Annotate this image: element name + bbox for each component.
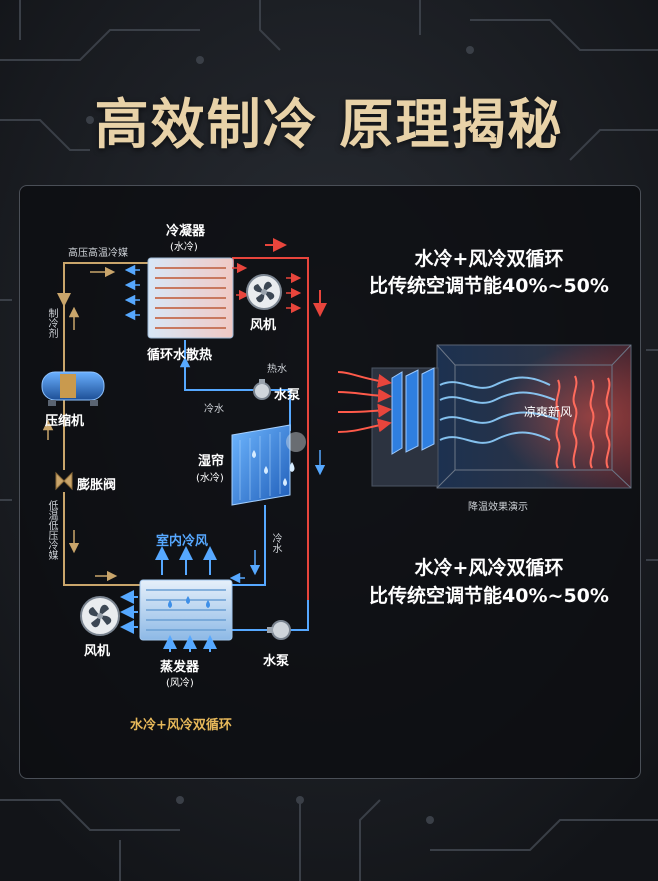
pump-icon [253,379,271,400]
diagram-caption: 水冷+风冷双循环 [130,718,232,733]
hot-water-label: 热水 [267,364,287,375]
refrigerant-label: 制冷剂 [46,308,57,338]
expansion-valve-icon [55,471,73,491]
demo-caption: 降温效果演示 [468,502,528,513]
evaporator-label: 蒸发器 [160,660,200,675]
evaporator-sub-label: (风冷) [166,678,194,689]
condenser-label: 冷凝器 [166,224,206,239]
bottom-headline: 水冷+风冷双循环 [414,557,564,579]
condenser-sub-label: (水冷) [170,242,198,253]
expansion-valve-label: 膨胀阀 [77,478,117,493]
condenser-coil [124,257,302,339]
fan-bottom-label: 风机 [84,644,111,659]
fan-icon [246,274,282,310]
circulating-water-label: 循环水散热 [147,348,213,363]
refrigerant-pipe [57,262,148,586]
wet-curtain-label: 湿帘 [198,454,225,469]
pump-top-label: 水泵 [274,388,301,403]
cold-water-top-label: 冷水 [204,404,224,415]
fan-top-label: 风机 [250,318,277,333]
top-headline: 水冷+风冷双循环 [414,248,564,270]
indoor-air-label: 室内冷风 [156,534,209,549]
page-title: 高效制冷 原理揭秘 [94,93,564,156]
cold-water-mid-label: 冷水 [270,533,281,553]
fan-icon [80,596,120,636]
top-subheadline: 比传统空调节能40%~50% [369,275,609,297]
compressor-label: 压缩机 [45,414,85,429]
bottom-subheadline: 比传统空调节能40%~50% [369,585,609,607]
wet-curtain-panel [231,424,306,506]
pump-bottom-label: 水泵 [263,654,290,669]
demo-fresh-air-label: 凉爽新风 [524,405,573,419]
hp-refrigerant-label: 高压高温冷媒 [68,248,128,259]
evaporator-coil [120,546,233,652]
compressor-icon [41,371,105,406]
pump-icon [267,620,291,640]
wet-curtain-sub-label: (水冷) [196,473,224,484]
cooling-demo-illustration [337,344,632,489]
lp-refrigerant-label: 低温低压冷媒 [46,500,57,560]
